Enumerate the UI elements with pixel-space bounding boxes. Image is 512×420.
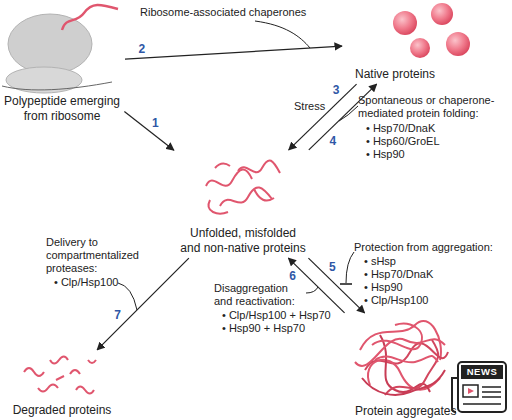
annotation-text: Delivery to compartmentalized proteases: <box>46 236 152 275</box>
aggregated-chain <box>375 356 438 362</box>
annotation-text: Spontaneous or chaperone-mediated protei… <box>358 94 508 120</box>
unfolded-chain <box>215 163 230 168</box>
folded-protein <box>431 3 453 25</box>
aggregate-illustration <box>355 321 448 395</box>
unfolded-chain <box>220 187 272 206</box>
folded-protein <box>446 32 470 56</box>
leader-curve <box>255 21 310 48</box>
pathway-arrow <box>125 46 342 59</box>
step-number: 6 <box>289 270 296 282</box>
leader-curve <box>306 287 318 293</box>
pathway-arrow <box>97 258 189 350</box>
node-caption: Native proteins <box>355 67 435 81</box>
step-number: 2 <box>138 43 145 55</box>
peptide-fragment <box>76 387 94 394</box>
ribosome-illustration <box>2 5 118 93</box>
step-number: 4 <box>329 135 336 147</box>
native-protein-illustration <box>393 3 470 58</box>
icon-text-lines <box>463 387 501 404</box>
step-number: 5 <box>329 261 336 273</box>
step-number: 1 <box>152 117 159 129</box>
mrna-strand <box>2 82 112 90</box>
annotation-text: • Hsp70/DnaK <box>366 122 486 135</box>
annotation-text: • Hsp90 <box>364 281 484 294</box>
node-caption: Polypeptide emerging from ribosome <box>2 94 122 123</box>
aggregated-chain <box>362 370 445 395</box>
annotation-text: Stress <box>294 100 334 113</box>
aggregated-chain <box>372 324 422 350</box>
icon-band <box>461 365 503 379</box>
step-number: 7 <box>114 309 121 321</box>
aggregated-chain <box>355 339 445 366</box>
annotation-text: • Clp/Hsp100 <box>364 294 484 307</box>
icon-video-box <box>463 385 478 397</box>
leader-curve <box>118 283 137 310</box>
degraded-fragments <box>24 357 96 394</box>
annotation-text: Disaggregation and reactivation: <box>214 282 306 308</box>
protein-state-node: Polypeptide emerging from ribosome <box>2 2 122 124</box>
annotation-text: • sHsp <box>364 255 484 268</box>
protein-state-node: Native proteins <box>345 2 475 82</box>
ribosome-large-subunit <box>8 14 92 74</box>
pathway-arrow <box>124 112 174 151</box>
annotation-text: Ribosome-associated chaperones <box>140 6 325 19</box>
peptide-fragment <box>50 357 68 364</box>
protein-state-node: Protein aggregates <box>345 315 475 419</box>
watermark-text: NEWS <box>461 365 503 379</box>
step-number: 3 <box>333 84 340 96</box>
protein-state-node: Unfolded, misfolded and non-native prote… <box>168 152 318 256</box>
peptide-fragment <box>56 376 64 380</box>
folded-protein <box>393 11 417 35</box>
annotation-text: • Hsp90 <box>366 148 486 161</box>
node-caption: Protein aggregates <box>355 404 456 418</box>
annotation-text: • Hsp60/GroEL <box>366 135 486 148</box>
leader-curve <box>339 106 358 121</box>
protein-state-node: Degraded proteins <box>2 352 122 418</box>
news-icon <box>452 362 506 412</box>
peptide-fragment <box>38 385 58 392</box>
node-caption: Degraded proteins <box>13 403 112 417</box>
nascent-polypeptide <box>62 5 118 30</box>
icon-play <box>468 388 474 394</box>
unfolded-chain <box>206 169 252 186</box>
folded-protein <box>410 38 430 58</box>
unfolded-protein-illustration <box>206 160 280 213</box>
leader-lines <box>118 21 358 310</box>
annotation-text: • Clp/Hsp100 + Hsp70 <box>222 309 352 322</box>
annotation-text: • Hsp90 + Hsp70 <box>222 322 352 335</box>
peptide-fragment <box>24 368 44 376</box>
node-caption: Unfolded, misfolded and non-native prote… <box>180 226 307 255</box>
icon-frame <box>458 362 506 412</box>
unfolded-chain <box>254 189 274 201</box>
unfolded-chain <box>238 160 280 173</box>
pathway-arrow <box>308 258 364 313</box>
peptide-fragment <box>70 370 80 374</box>
inhibition-line <box>346 252 354 283</box>
annotation-text: Protection from aggregation: <box>354 241 512 254</box>
pathway-arrow <box>288 258 344 313</box>
annotation-text: • Hsp70/DnaK <box>364 268 484 281</box>
annotation-text: • Clp/Hsp100 <box>54 276 154 289</box>
pathway-arrow <box>289 84 357 150</box>
peptide-fragment <box>88 360 96 363</box>
inhibition-bar <box>340 283 352 285</box>
unfolded-chain <box>209 200 228 214</box>
